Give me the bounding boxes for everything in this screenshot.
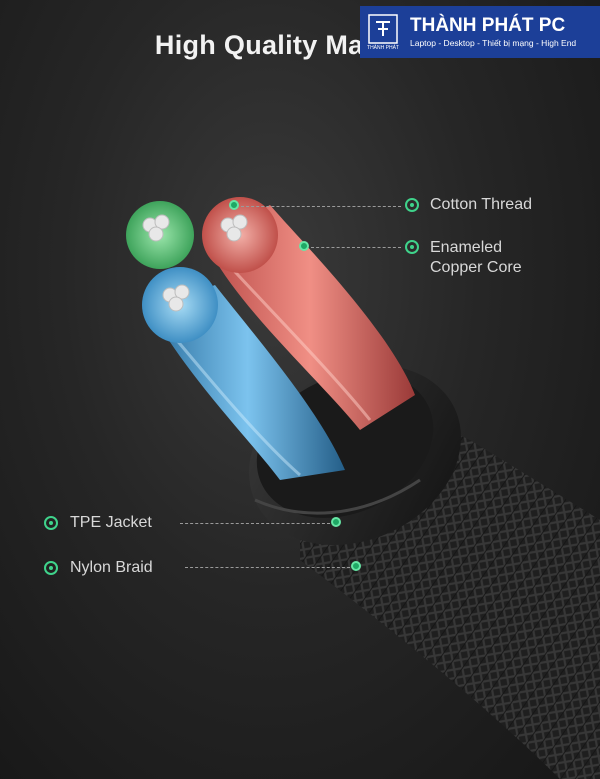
tpe-jacket-leader xyxy=(180,523,330,524)
nylon-braid-leader xyxy=(185,567,350,568)
copper-core-pin xyxy=(299,241,309,251)
cotton-thread-cores xyxy=(142,214,248,312)
brand-tagline: Laptop - Desktop - Thiết bị mạng - High … xyxy=(410,38,577,48)
copper-core-bullet-icon xyxy=(405,240,419,254)
brand-logo-icon: THÀNH PHÁT xyxy=(360,6,406,58)
nylon-braid-pin xyxy=(351,561,361,571)
copper-core-label-line1: Enameled xyxy=(430,239,503,256)
cotton-thread-pin xyxy=(229,200,239,210)
cotton-thread-label: Cotton Thread xyxy=(430,196,532,213)
cotton-thread-leader xyxy=(241,206,401,207)
tpe-jacket-label: TPE Jacket xyxy=(70,514,152,531)
brand-banner: THÀNH PHÁT THÀNH PHÁT PC Laptop - Deskto… xyxy=(360,6,600,58)
jacket-edge xyxy=(254,478,421,515)
tpe-jacket-pin xyxy=(331,517,341,527)
brand-logo-caption: THÀNH PHÁT xyxy=(367,44,399,51)
copper-core-label-line2: Copper Core xyxy=(430,259,522,276)
copper-core-leader xyxy=(311,247,401,248)
nylon-braid-label: Nylon Braid xyxy=(70,559,153,576)
tpe-jacket-bullet-icon xyxy=(44,516,58,530)
nylon-braid-bullet-icon xyxy=(44,561,58,575)
cotton-thread-bullet-icon xyxy=(405,198,419,212)
brand-name: THÀNH PHÁT PC xyxy=(410,15,566,36)
